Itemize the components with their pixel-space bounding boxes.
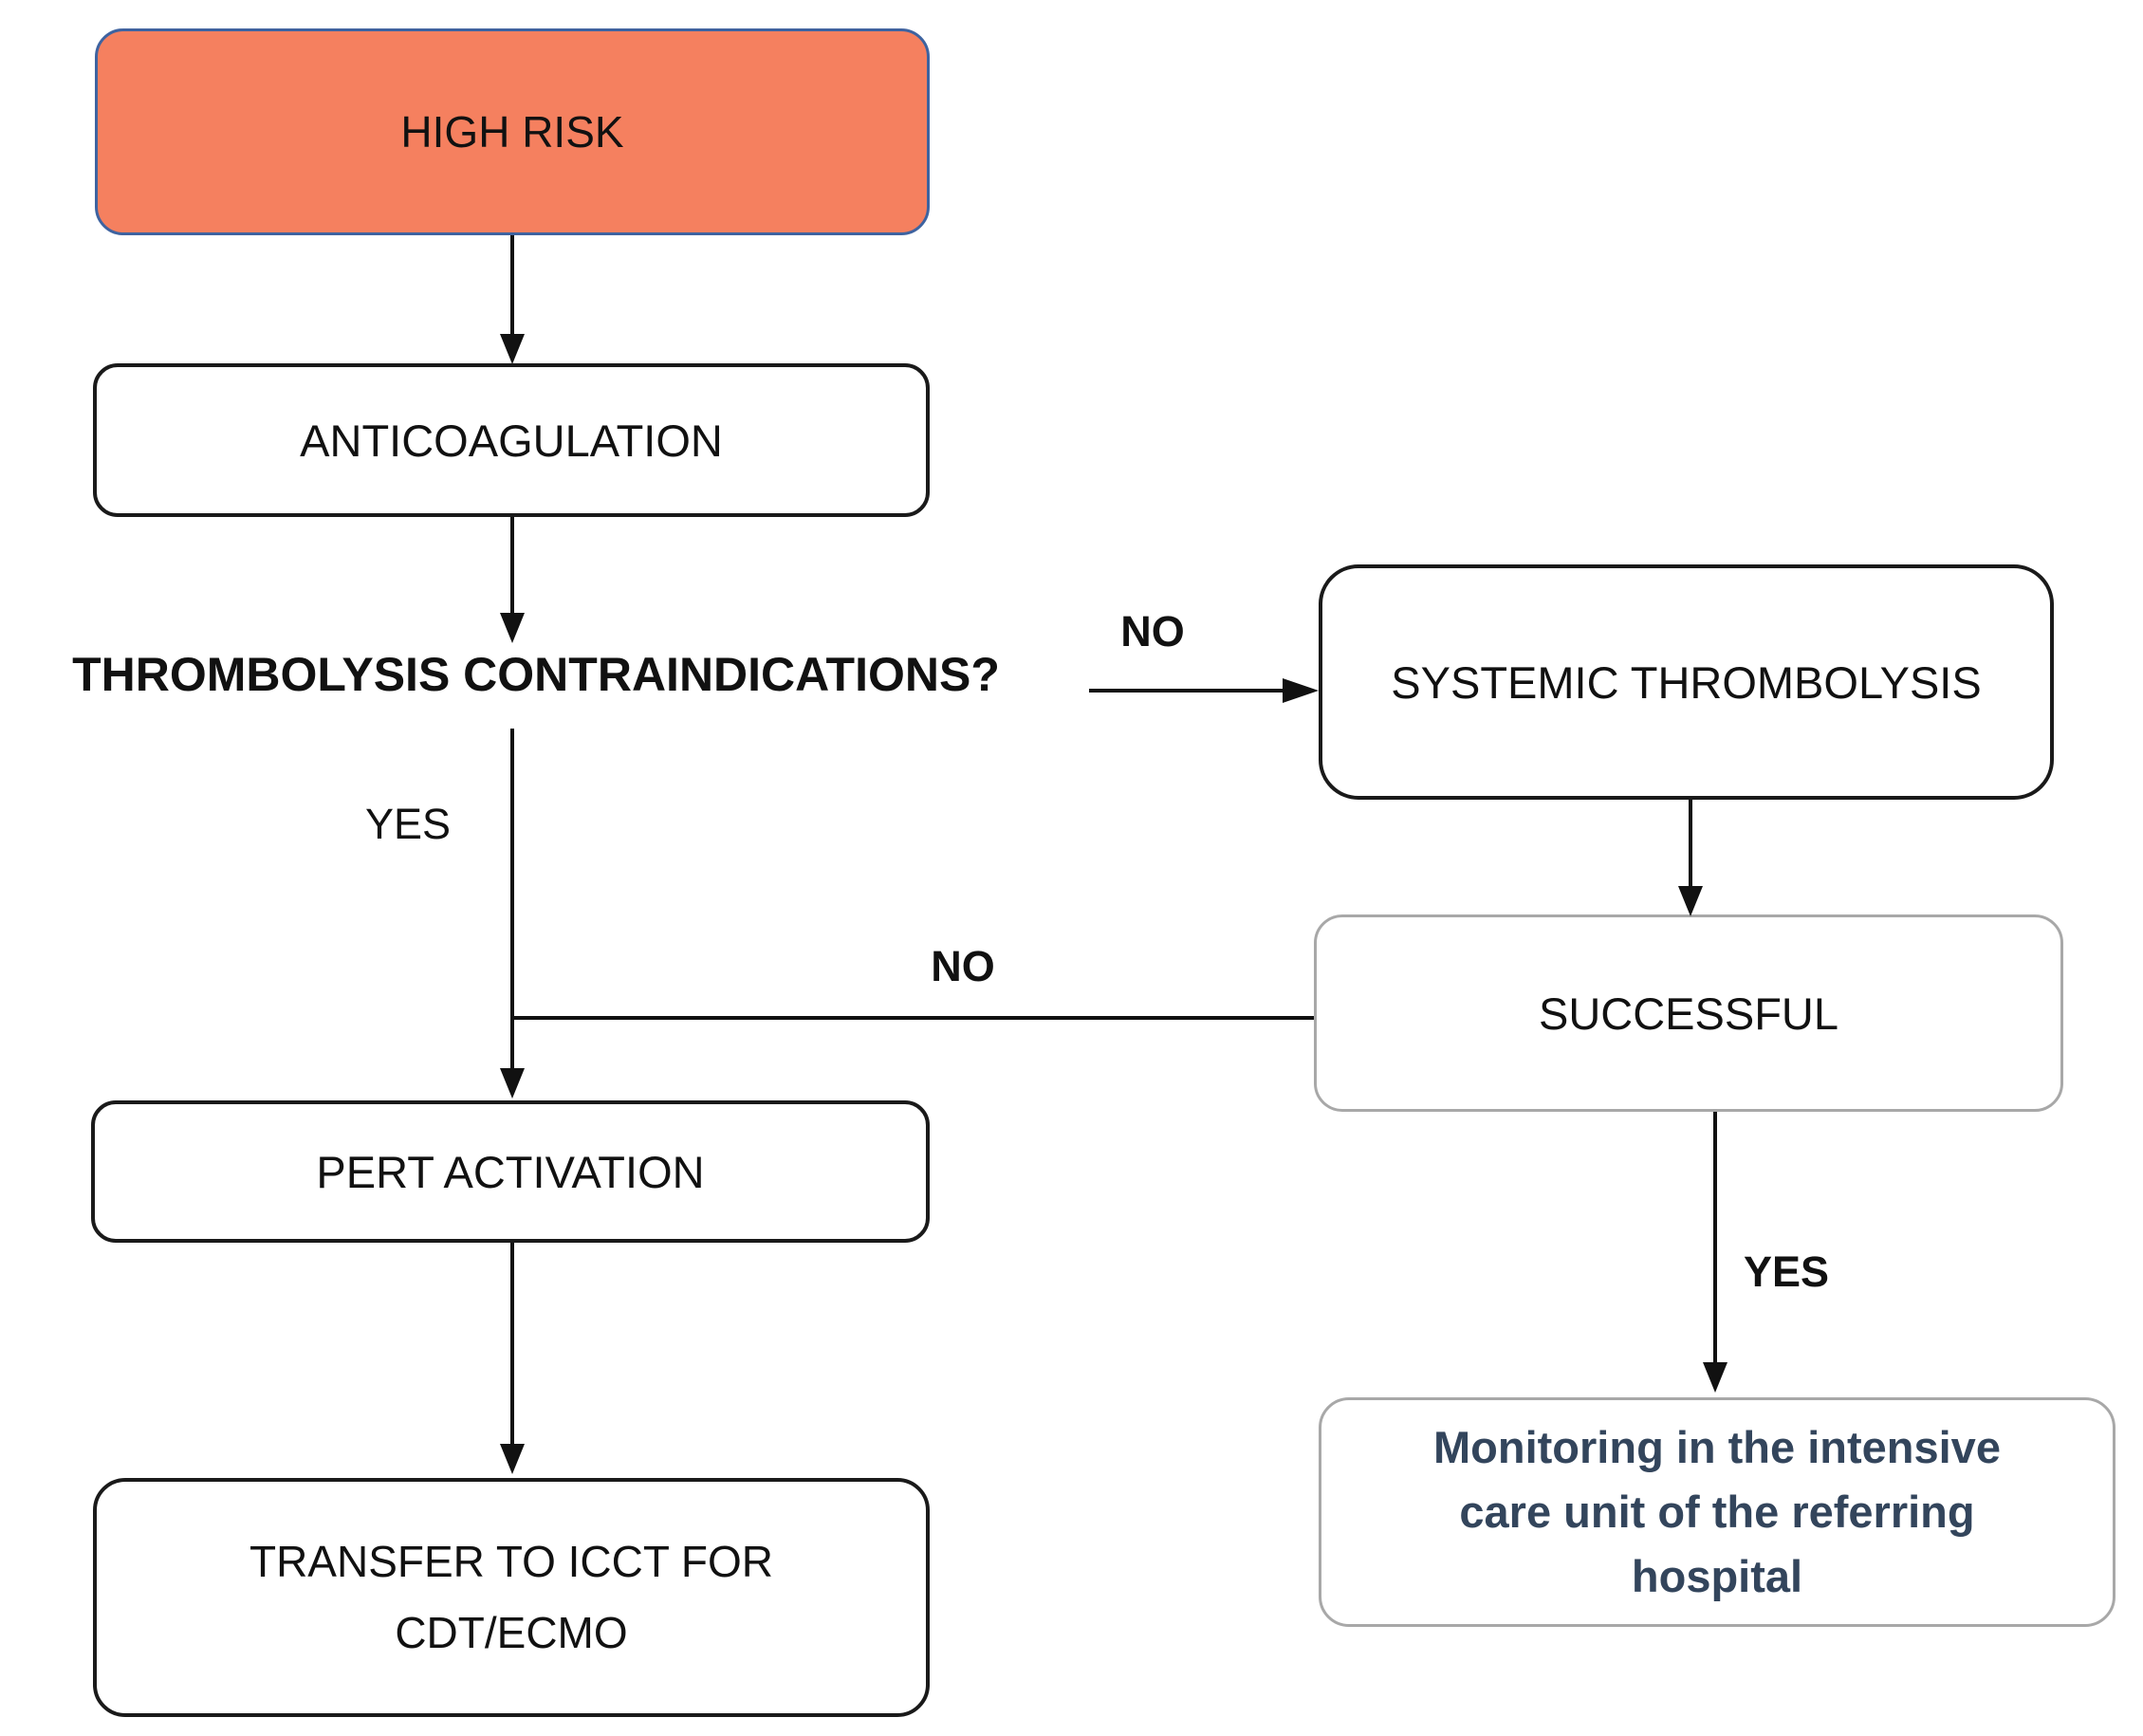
edge-pert-transfer-line bbox=[510, 1243, 514, 1446]
node-monitoring-label: Monitoring in the intensive care unit of… bbox=[1433, 1421, 2001, 1602]
edge-anticoagulation-question-line bbox=[510, 517, 514, 615]
edge-label-question-yes: YES bbox=[364, 800, 452, 848]
node-anticoagulation-label: ANTICOAGULATION bbox=[300, 415, 723, 466]
node-successful-label: SUCCESSFUL bbox=[1538, 988, 1838, 1039]
edge-highrisk-anticoagulation-line bbox=[510, 235, 514, 338]
node-high-risk: HIGH RISK bbox=[95, 28, 930, 235]
edge-highrisk-anticoagulation-arrowhead-icon bbox=[500, 334, 525, 364]
edge-question-systemic-line bbox=[1089, 689, 1286, 693]
edge-question-pert-line bbox=[510, 729, 514, 1072]
node-monitoring: Monitoring in the intensive care unit of… bbox=[1319, 1397, 2115, 1627]
edge-label-question-no: NO bbox=[1120, 607, 1185, 656]
edge-question-systemic-arrowhead-icon bbox=[1283, 678, 1319, 703]
edge-successful-junction-line bbox=[510, 1016, 1314, 1020]
node-anticoagulation: ANTICOAGULATION bbox=[93, 363, 930, 517]
node-systemic-thrombolysis-label: SYSTEMIC THROMBOLYSIS bbox=[1391, 656, 1982, 708]
node-thrombolysis-question: THROMBOLYSIS CONTRAINDICATIONS? bbox=[72, 648, 1000, 701]
node-pert-activation-label: PERT ACTIVATION bbox=[316, 1146, 705, 1197]
edge-pert-transfer-arrowhead-icon bbox=[500, 1444, 525, 1474]
edge-label-successful-yes: YES bbox=[1744, 1247, 1830, 1296]
node-transfer-icct-label: TRANSFER TO ICCT FOR CDT/ECMO bbox=[249, 1537, 774, 1657]
node-high-risk-label: HIGH RISK bbox=[400, 107, 624, 157]
node-successful: SUCCESSFUL bbox=[1314, 914, 2063, 1112]
edge-systemic-successful-arrowhead-icon bbox=[1678, 886, 1703, 916]
edge-anticoagulation-question-arrowhead-icon bbox=[500, 613, 525, 643]
node-pert-activation: PERT ACTIVATION bbox=[91, 1100, 930, 1243]
node-systemic-thrombolysis: SYSTEMIC THROMBOLYSIS bbox=[1319, 564, 2054, 800]
edge-successful-monitoring-line bbox=[1713, 1112, 1717, 1364]
node-transfer-icct: TRANSFER TO ICCT FOR CDT/ECMO bbox=[93, 1478, 930, 1717]
edge-label-successful-no: NO bbox=[931, 942, 995, 990]
edge-question-pert-arrowhead-icon bbox=[500, 1068, 525, 1099]
edge-successful-monitoring-arrowhead-icon bbox=[1703, 1362, 1727, 1393]
edge-systemic-successful-line bbox=[1689, 800, 1692, 892]
